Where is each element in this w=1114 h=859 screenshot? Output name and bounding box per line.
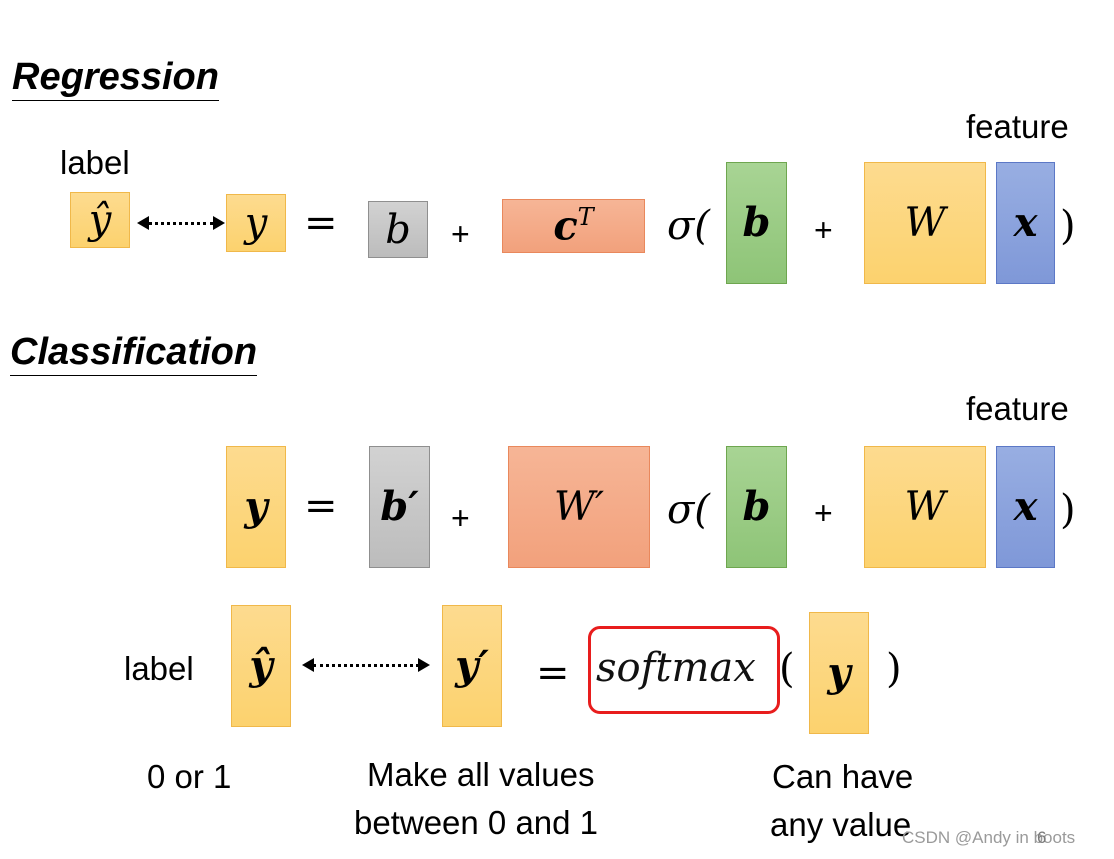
classification-equals: = [304,483,338,529]
classification-x-box: x [996,446,1055,568]
page-number: 6 [1037,828,1047,847]
caption-label-range: 0 or 1 [147,758,232,795]
regression-heading: Regression [12,57,219,101]
regression-label-text: label [60,144,130,181]
classification-b-prime-box: b′ [369,446,430,568]
classification-close-paren: ) [1060,487,1076,533]
caption-input-line-2: any value [770,806,912,843]
regression-label-arrow [137,216,225,230]
softmax-input-y-box: y [809,612,869,734]
regression-b-scalar-symbol: b [385,206,411,253]
softmax-open-paren: ( [779,646,795,692]
caption-softmax-line-1: Make all values [367,756,595,793]
regression-y-symbol: y [244,200,268,246]
classification-y-hat-symbol: ŷ [249,642,273,689]
classification-y-prime-box: y′ [442,605,502,727]
classification-W-prime-box: W′ [508,446,650,568]
regression-b-vector-box: b [726,162,787,284]
classification-y-box: y [226,446,286,568]
caption-input-line-1: Can have [772,758,914,795]
regression-W-box: W [864,162,986,284]
arrow-right-head [213,216,225,230]
classification-W-prime-symbol: W′ [553,484,605,530]
classification-b-vector-symbol: b [742,483,771,530]
classification-plus-2: + [814,495,833,531]
classification-b-prime-symbol: b′ [380,483,419,530]
regression-sigma-open: σ( [667,203,710,249]
classification-y-symbol: y [244,483,268,530]
regression-b-vector-symbol: b [742,199,771,246]
classification-y-prime-symbol: y′ [455,642,489,689]
classification-equals-2: = [536,650,570,696]
regression-transpose-sup: T [577,203,594,232]
regression-y-hat-box: ŷ [70,192,130,248]
regression-y-box: y [226,194,286,252]
classification-W-box: W [864,446,986,568]
classification-sigma-open: σ( [667,487,710,533]
regression-plus-1: + [451,216,470,252]
regression-c-symbol: cT [553,202,594,250]
softmax-input-y-symbol: y [827,649,851,696]
classification-heading: Classification [10,332,258,376]
regression-y-hat-symbol: ŷ [88,197,112,243]
regression-x-symbol: x [1013,199,1038,246]
regression-x-box: x [996,162,1055,284]
classification-plus-1: + [451,500,470,536]
classification-b-vector-box: b [726,446,787,568]
regression-plus-2: + [814,212,833,248]
softmax-highlight-frame [588,626,780,714]
classification-W-symbol: W [904,484,946,530]
arrow-right-head [418,658,430,672]
classification-x-symbol: x [1013,483,1038,530]
watermark-text: CSDN @Andy in boots [902,828,1076,847]
regression-c-transpose-box: cT [502,199,645,253]
regression-b-scalar-box: b [368,201,428,258]
classification-y-hat-box: ŷ [231,605,291,727]
regression-W-symbol: W [904,200,946,246]
softmax-close-paren: ) [886,646,902,692]
regression-close-paren: ) [1060,203,1076,249]
regression-feature-text: feature [966,108,1069,145]
classification-label-arrow [302,658,430,672]
classification-feature-text: feature [966,390,1069,427]
classification-label-text: label [124,650,194,687]
arrow-left-head [302,658,314,672]
regression-equals: = [304,200,338,246]
arrow-left-head [137,216,149,230]
caption-softmax-line-2: between 0 and 1 [354,804,599,841]
softmax-function-name: softmax [596,645,756,691]
